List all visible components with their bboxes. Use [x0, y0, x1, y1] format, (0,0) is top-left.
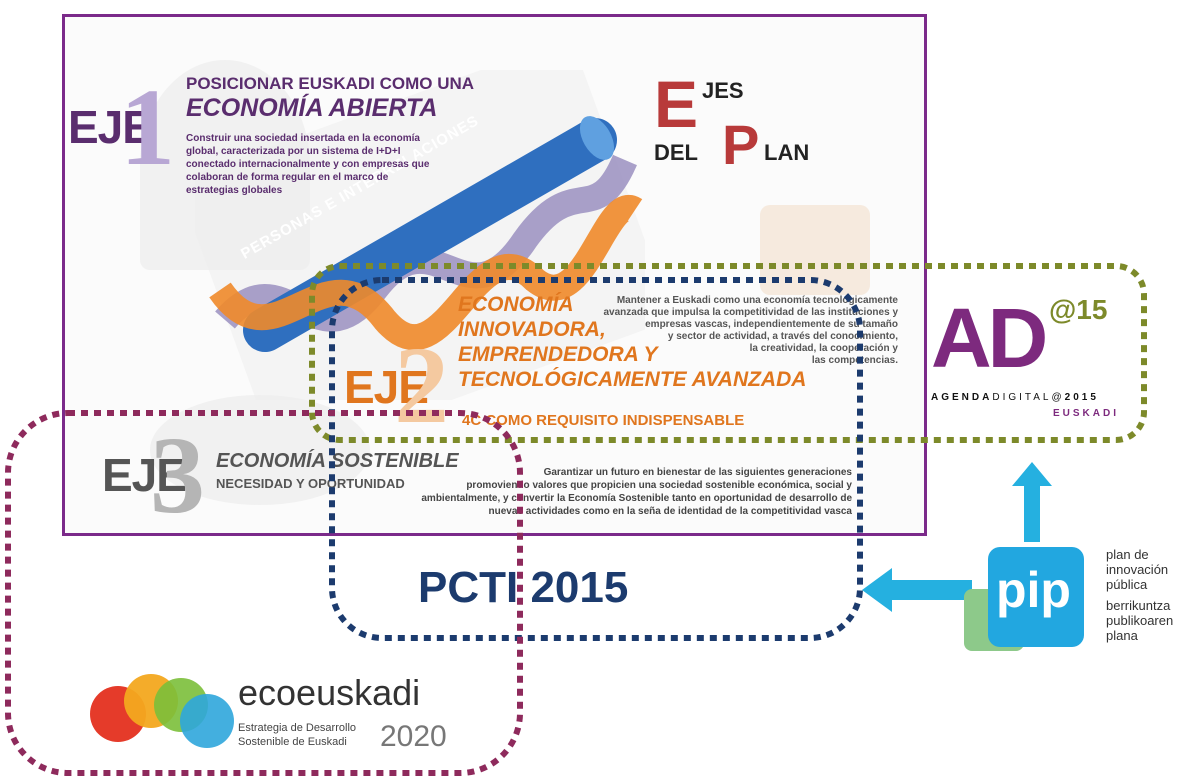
ejes-del-plan-title: E JES DEL P LAN [652, 67, 852, 176]
pcti-dotted-region [329, 277, 863, 641]
ejes-word-jes: JES [702, 78, 744, 103]
pip-text-eu: berrikuntza publikoaren plana [1106, 598, 1174, 643]
ejes-word-del: DEL [654, 140, 698, 165]
pip-text-es: plan de innovación pública [1106, 547, 1169, 592]
agenda-digital-line2: EUSKADI [1053, 408, 1120, 419]
eje3-subtitle: NECESIDAD Y OPORTUNIDAD [216, 476, 405, 491]
eje1-number: 1 [120, 66, 175, 188]
arrow-left-to-pcti [862, 568, 972, 612]
helix-illustration [195, 70, 645, 400]
ecoeuskadi-year: 2020 [380, 720, 447, 753]
eje2-title: ECONOMÍA INNOVADORA, EMPRENDEDORA Y TECN… [458, 293, 807, 391]
agenda-digital-dotted-region [309, 263, 1147, 443]
eje2-number: 2 [394, 324, 449, 446]
ecoeuskadi-subtitle-2: Sostenible de Euskadi [238, 736, 347, 748]
agenda-digital-line1: AGENDADIGITAL@2015 [931, 392, 1099, 403]
ecoeuskadi-dotted-region [5, 410, 523, 776]
agenda-digital-letters: AD [931, 291, 1048, 385]
ejes-word-lan: LAN [764, 140, 810, 165]
ejes-letter-e: E [654, 67, 699, 141]
eje2-label: EJE [344, 361, 429, 413]
arrow-up-to-agenda [1012, 462, 1052, 542]
eje1-label: EJE [68, 101, 153, 153]
eje1-description: Construir una sociedad insertada en la e… [186, 133, 430, 196]
pip-logo-text: pip [996, 562, 1071, 618]
eje1-title-line2: ECONOMÍA ABIERTA [186, 94, 438, 122]
eje2-subtitle: 4C COMO REQUISITO INDISPENSABLE [462, 412, 745, 429]
ejes-letter-p: P [722, 113, 760, 176]
pip-logo: pip plan de innovación pública berrikunt… [962, 545, 1192, 675]
eje3-label: EJE [102, 449, 187, 501]
eje2-description: Mantener a Euskadi como una economía tec… [603, 295, 898, 366]
ecoeuskadi-name: ecoeuskadi [238, 672, 421, 713]
eje3-title: ECONOMÍA SOSTENIBLE [216, 450, 459, 472]
ecoeuskadi-logo: ecoeuskadi Estrategia de Desarrollo Sost… [88, 672, 448, 762]
agenda-digital-suffix: @15 [1049, 294, 1108, 325]
eje1-title-line1: POSICIONAR EUSKADI COMO UNA [186, 74, 475, 93]
eje3-description: Garantizar un futuro en bienestar de las… [421, 467, 852, 517]
eje3-number: 3 [150, 414, 205, 536]
agenda-digital-logo: AD @15 AGENDADIGITAL@2015 EUSKADI [925, 290, 1135, 425]
ecoeuskadi-circle-blue [180, 694, 234, 748]
ecoeuskadi-subtitle-1: Estrategia de Desarrollo [238, 722, 357, 734]
pcti-2015-label: PCTI 2015 [418, 563, 629, 612]
pip-bubble-blue [988, 547, 1084, 647]
